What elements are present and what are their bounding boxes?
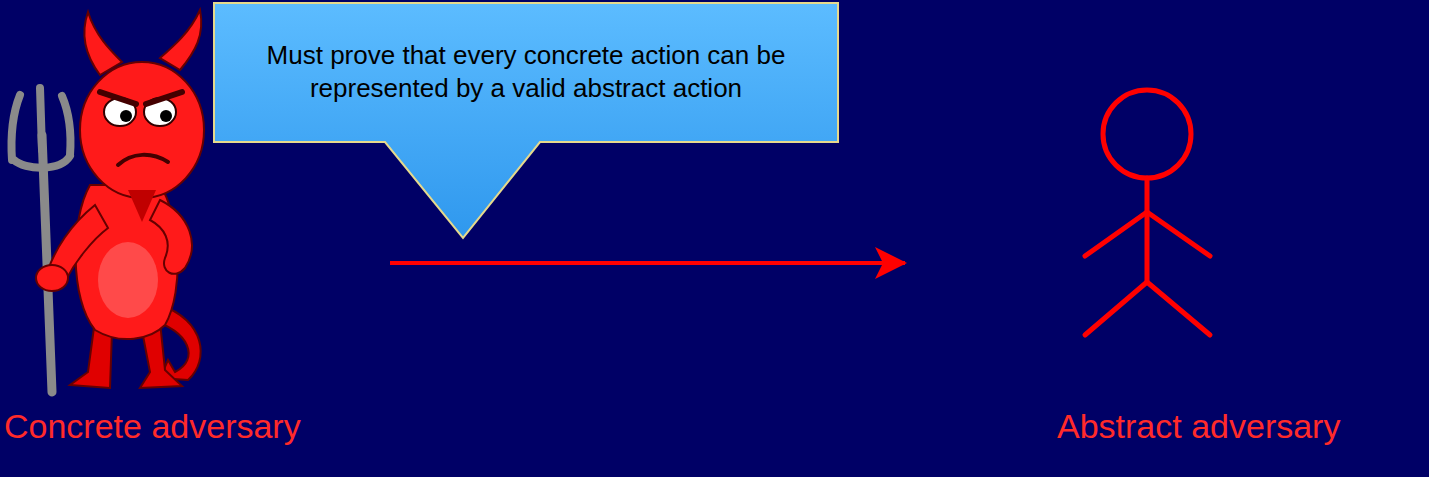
callout-label: Must prove that every concrete action ca… [231, 39, 821, 106]
callout-text: Must prove that every concrete action ca… [213, 2, 839, 142]
adversary-node: Concrete adversary [4, 20, 390, 465]
figure-label: Concrete adversary [4, 406, 301, 447]
figure-label: Abstract adversary [1057, 406, 1340, 447]
stick-figure [1085, 90, 1210, 335]
arrow-connector [390, 261, 905, 265]
callout-outline [213, 2, 839, 240]
callout-box: Must prove that every concrete action ca… [213, 2, 839, 238]
adversary-node: Abstract adversary [905, 20, 1425, 465]
callout-label: Must prove that every concrete action ca… [231, 39, 821, 106]
devil-figure [11, 10, 204, 392]
